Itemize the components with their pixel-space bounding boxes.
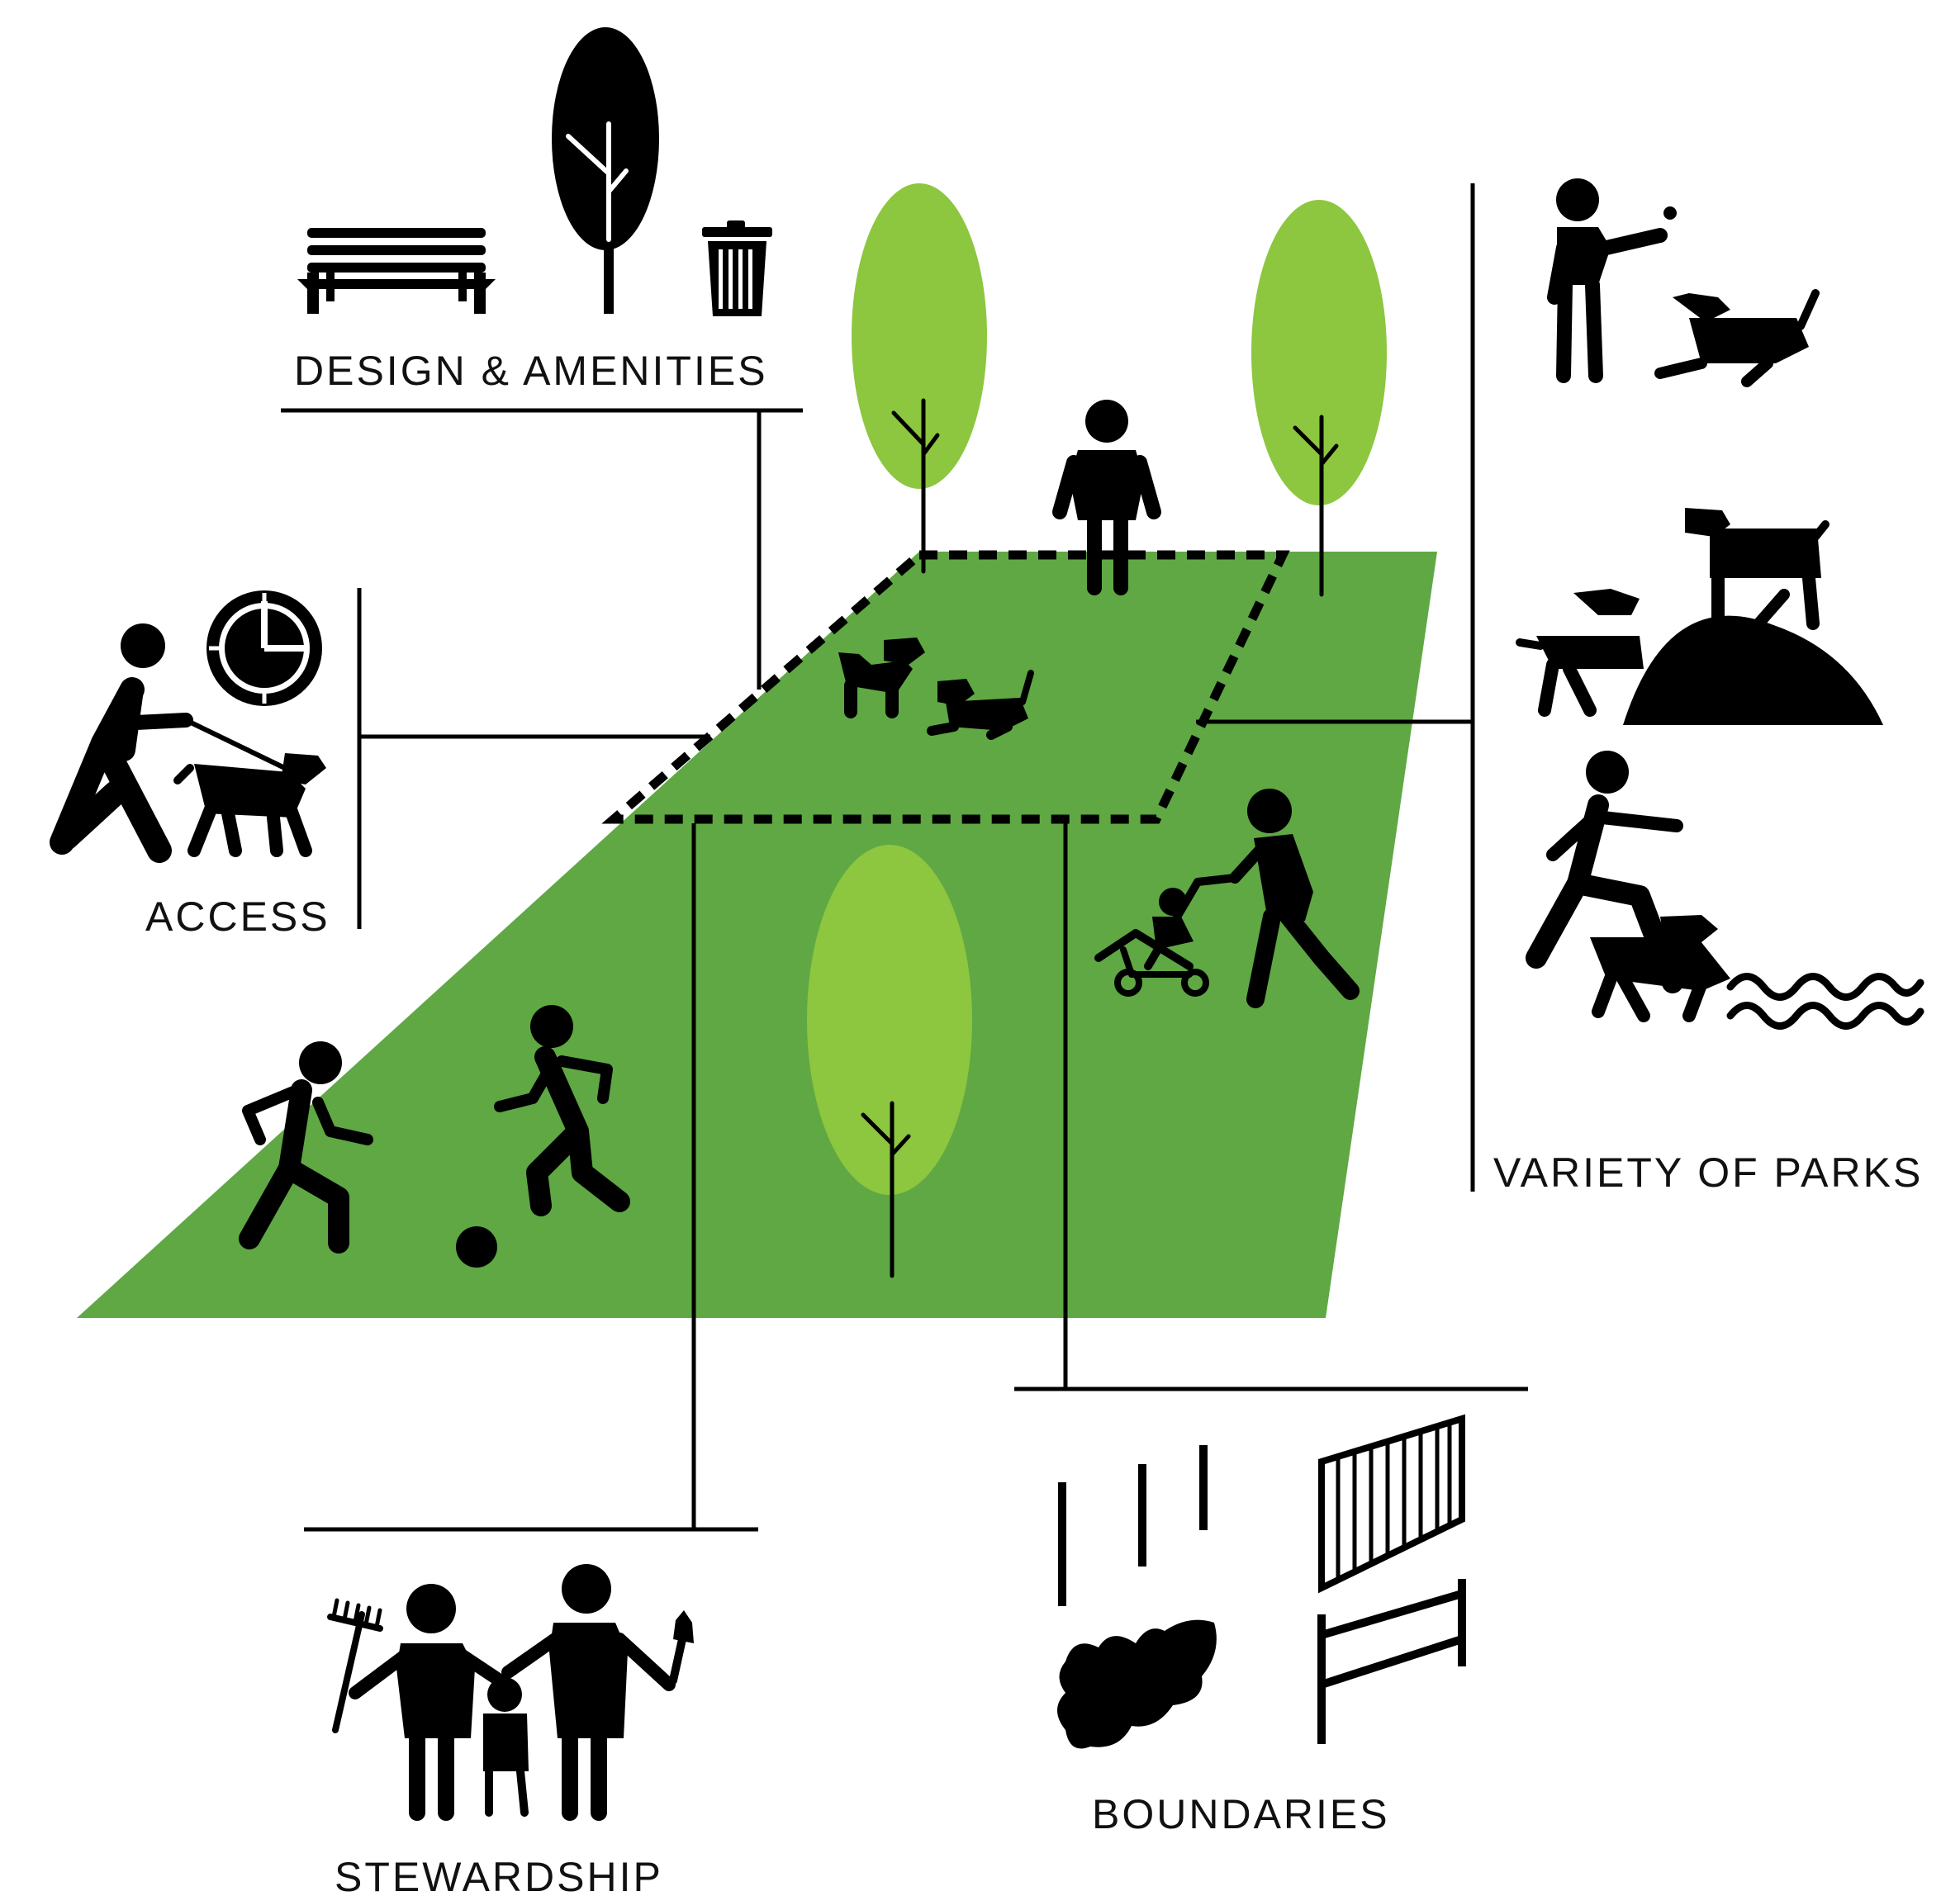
- label-boundaries: BOUNDARIES: [1092, 1791, 1390, 1837]
- clock-icon: [206, 590, 322, 706]
- connector-lines: [281, 183, 1528, 1532]
- label-variety-of-parks: VARIETY OF PARKS: [1493, 1149, 1923, 1196]
- stroller-person-icon: [1094, 789, 1360, 1008]
- dog-lying-icon: [1654, 289, 1820, 387]
- label-access: ACCESS: [145, 893, 330, 940]
- tree-icon: [1251, 200, 1387, 597]
- posts-icon: [1058, 1445, 1208, 1606]
- rake-icon: [327, 1598, 383, 1733]
- tree-icon: [807, 845, 972, 1278]
- water-waves-icon: [1726, 973, 1924, 1030]
- dog-pair-icon: [838, 638, 1034, 740]
- tree-icon: [852, 183, 987, 574]
- person-standing-icon: [1052, 400, 1161, 595]
- rail-fence-icon: [1317, 1579, 1466, 1744]
- person-throwing-ball-icon: [1547, 178, 1677, 383]
- shrub-icon: [1057, 1619, 1217, 1749]
- soccer-players-icon: [239, 1005, 630, 1268]
- off-leash-boundary: [601, 550, 1290, 824]
- tree-icon: [552, 27, 659, 314]
- picket-fence-icon: [1318, 1414, 1465, 1594]
- label-stewardship: STEWARDSHIP: [335, 1854, 663, 1896]
- trash-can-icon: [702, 220, 772, 316]
- bench-icon: [297, 228, 496, 314]
- person-dog-water-icon: [1526, 751, 1730, 1022]
- park-ground: [77, 552, 1437, 1318]
- person-walking-dog-icon: [50, 623, 326, 863]
- trowel-icon: [669, 1610, 694, 1685]
- dog-on-hill-icon: [1516, 508, 1883, 725]
- stewards-icon: [349, 1564, 676, 1821]
- label-design-amenities: DESIGN & AMENITIES: [294, 348, 768, 394]
